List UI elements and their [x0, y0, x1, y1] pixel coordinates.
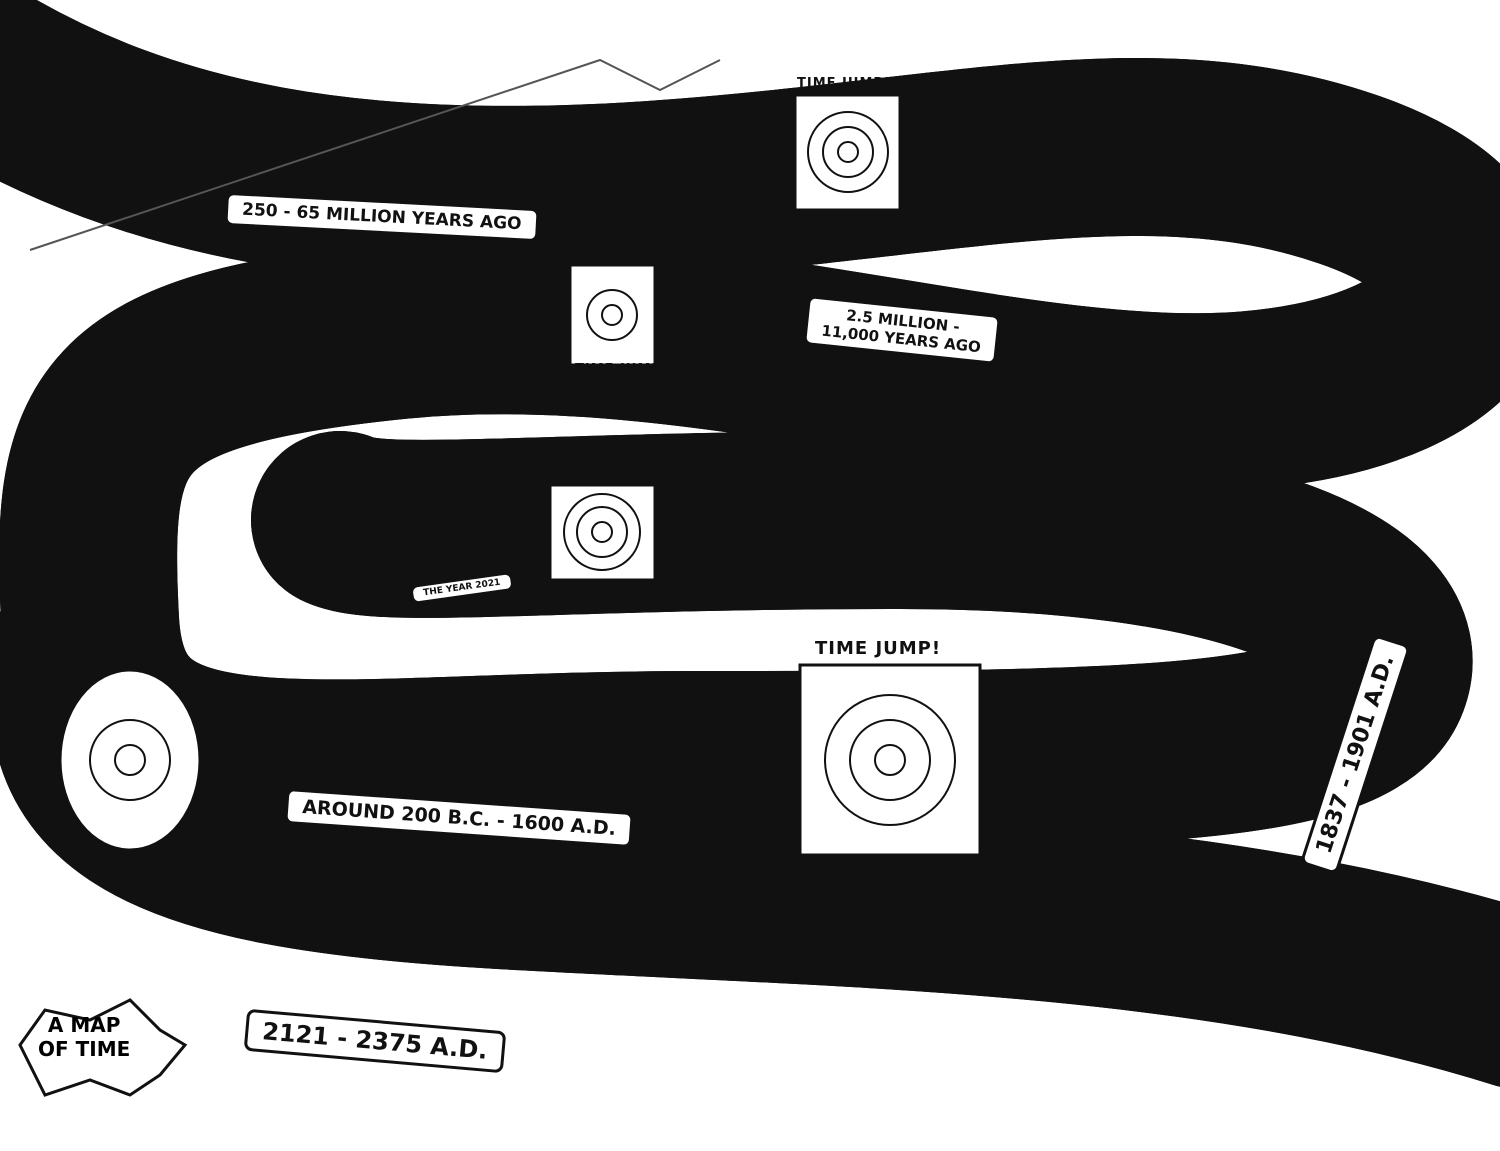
ice-age-title-line1: THE ICE: [1245, 348, 1367, 386]
spirals: [89, 111, 956, 826]
title-burst-icon: [18, 998, 188, 1097]
victorian-title: THE VICTORIAN ERA: [1002, 686, 1152, 795]
portal-2: [568, 263, 657, 367]
portal-3: [548, 483, 657, 582]
map-title-line2: OF TIME: [38, 1037, 131, 1061]
ice-age-title: THE ICE AGE: [1244, 348, 1367, 415]
ice-age-title-line2: AGE: [1272, 380, 1336, 414]
time-jump-label-3: TIME JUMP!: [545, 462, 672, 483]
time-jump-label-2: TIME JUMP!: [575, 362, 669, 377]
time-jump-label-4: TIME JUMP!: [815, 638, 942, 659]
time-jump-portals: [58, 93, 982, 857]
map-title-line1: A MAP: [47, 1013, 121, 1037]
mountain-icon: [29, 58, 721, 251]
portal-5: [58, 668, 202, 852]
time-jump-label-1: TIME JUMP!: [797, 76, 891, 91]
map-title: A MAP OF TIME: [38, 1013, 130, 1061]
portal-1: [793, 93, 902, 212]
portal-4: [798, 663, 982, 857]
